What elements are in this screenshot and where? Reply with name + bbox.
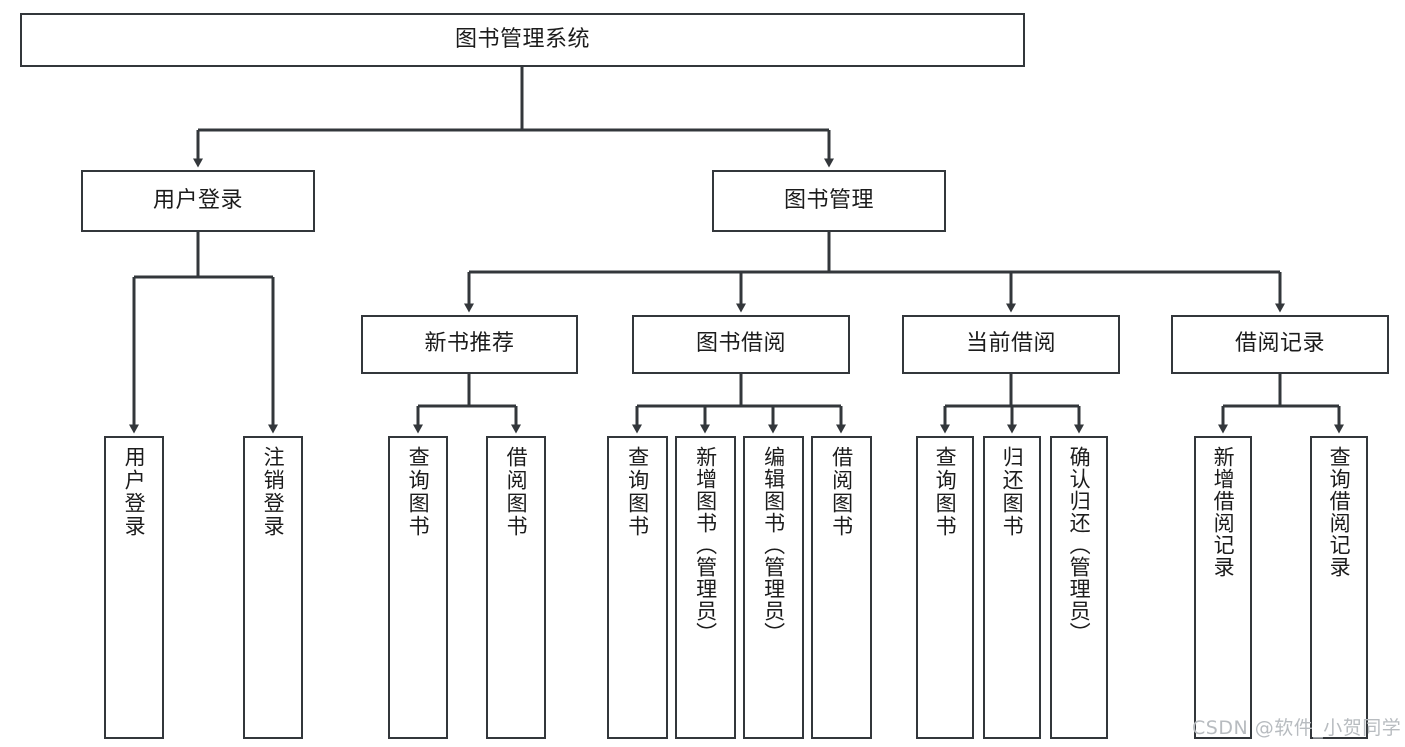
node-leaf-borrow-book-1[interactable]: 借阅图书 <box>486 436 546 739</box>
node-label: 借阅记录 <box>1234 331 1325 357</box>
node-label: 新增图书（管理员） <box>693 446 718 644</box>
node-label: 查询图书 <box>625 446 650 538</box>
node-label: 当前借阅 <box>965 331 1056 357</box>
node-leaf-borrow-book-2[interactable]: 借阅图书 <box>811 436 872 739</box>
node-label: 借阅图书 <box>504 446 529 538</box>
node-leaf-query-book-2[interactable]: 查询图书 <box>607 436 668 739</box>
node-label: 借阅图书 <box>829 446 854 538</box>
node-label: 查询图书 <box>933 446 958 538</box>
node-leaf-add-borrow-record[interactable]: 新增借阅记录 <box>1194 436 1252 739</box>
watermark-label: CSDN @软件_小贺同学 <box>1192 717 1402 739</box>
node-label: 编辑图书（管理员） <box>761 446 786 644</box>
node-label: 归还图书 <box>1000 446 1025 538</box>
node-label: 新增借阅记录 <box>1211 446 1236 578</box>
node-leaf-edit-book-admin[interactable]: 编辑图书（管理员） <box>743 436 804 739</box>
node-user-login[interactable]: 用户登录 <box>81 170 315 232</box>
node-leaf-user-login[interactable]: 用户登录 <box>104 436 164 739</box>
node-leaf-confirm-return[interactable]: 确认归还（管理员） <box>1050 436 1108 739</box>
node-leaf-return-book[interactable]: 归还图书 <box>983 436 1041 739</box>
node-label: 确认归还（管理员） <box>1067 446 1092 644</box>
node-label: 图书管理 <box>783 187 874 213</box>
node-label: 查询图书 <box>406 446 431 538</box>
node-root-system[interactable]: 图书管理系统 <box>20 13 1025 67</box>
node-label: 查询借阅记录 <box>1327 446 1352 578</box>
node-new-book-recommend[interactable]: 新书推荐 <box>361 315 578 374</box>
node-book-borrow[interactable]: 图书借阅 <box>632 315 850 374</box>
node-label: 用户登录 <box>152 187 243 213</box>
node-borrow-record[interactable]: 借阅记录 <box>1171 315 1389 374</box>
node-label: 用户登录 <box>122 446 147 538</box>
node-label: 图书借阅 <box>695 331 786 357</box>
node-book-manage[interactable]: 图书管理 <box>712 170 946 232</box>
node-leaf-logout-login[interactable]: 注销登录 <box>243 436 303 739</box>
node-label: 图书管理系统 <box>454 26 590 52</box>
node-leaf-query-book-3[interactable]: 查询图书 <box>916 436 974 739</box>
node-leaf-query-book-1[interactable]: 查询图书 <box>388 436 448 739</box>
node-leaf-add-book-admin[interactable]: 新增图书（管理员） <box>675 436 736 739</box>
node-label: 注销登录 <box>261 446 286 538</box>
node-leaf-query-borrow-record[interactable]: 查询借阅记录 <box>1310 436 1368 739</box>
node-label: 新书推荐 <box>424 331 515 357</box>
node-current-borrow[interactable]: 当前借阅 <box>902 315 1120 374</box>
